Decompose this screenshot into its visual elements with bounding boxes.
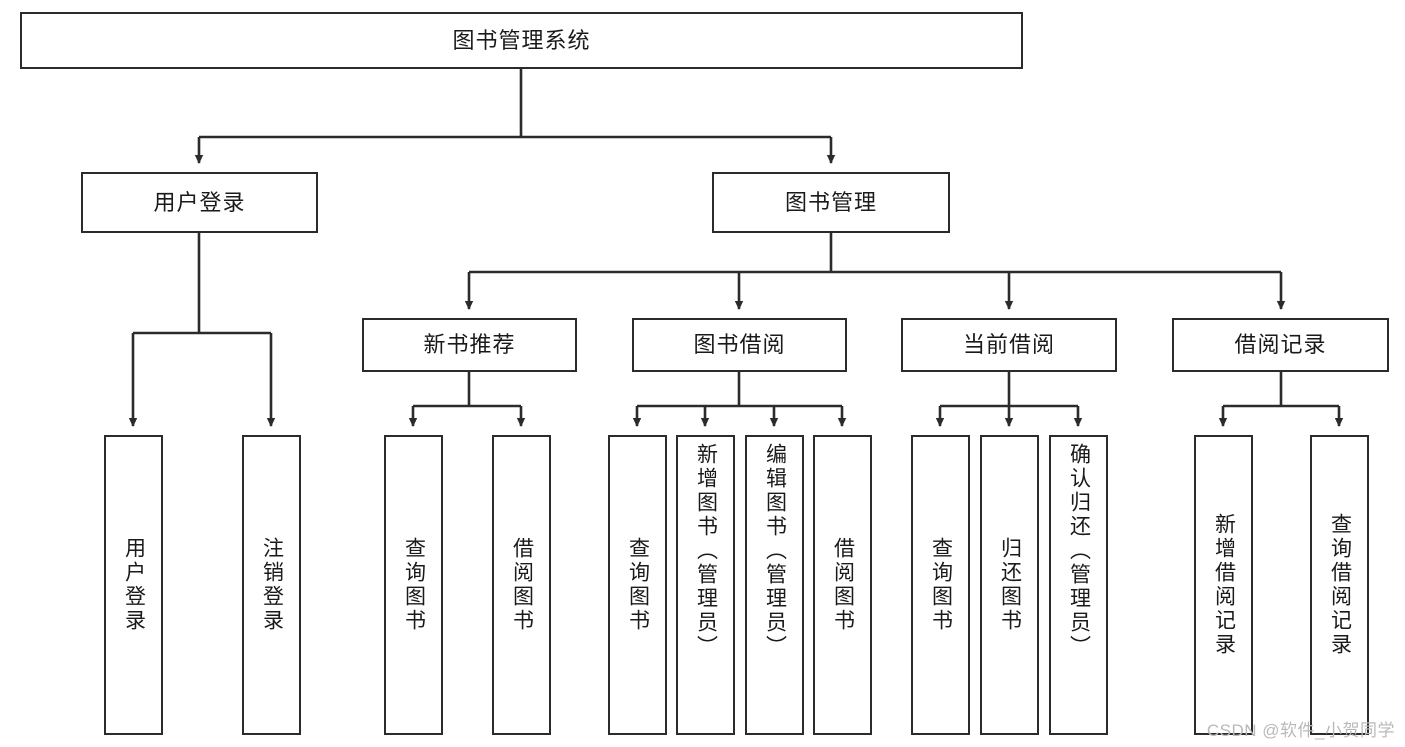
node-leaf-return-book-label: 归还图书 (998, 537, 1022, 633)
node-leaf-borrow-book-2-label: 借阅图书 (831, 537, 855, 633)
node-book-manage-label: 图书管理 (784, 189, 877, 215)
node-leaf-edit-book-label: 编辑图书（管理员） (763, 443, 787, 659)
node-leaf-user-login-label: 用户登录 (122, 537, 146, 633)
node-leaf-logout-label: 注销登录 (260, 537, 284, 633)
node-leaf-add-record[interactable]: 新增借阅记录 (1194, 435, 1253, 735)
node-user-login-label: 用户登录 (153, 189, 246, 215)
node-borrow-record[interactable]: 借阅记录 (1172, 318, 1389, 372)
node-leaf-logout[interactable]: 注销登录 (242, 435, 301, 735)
csdn-watermark: CSDN @软件_小贺同学 (1206, 721, 1395, 740)
node-new-book-recommend-label: 新书推荐 (423, 332, 516, 358)
node-leaf-add-record-label: 新增借阅记录 (1212, 513, 1236, 657)
node-leaf-query-book-2-label: 查询图书 (626, 537, 650, 633)
node-leaf-borrow-book-1[interactable]: 借阅图书 (492, 435, 551, 735)
node-new-book-recommend[interactable]: 新书推荐 (362, 318, 577, 372)
node-current-borrow-label: 当前借阅 (962, 332, 1055, 358)
node-leaf-confirm-return[interactable]: 确认归还（管理员） (1049, 435, 1108, 735)
node-leaf-user-login[interactable]: 用户登录 (104, 435, 163, 735)
node-leaf-query-book-1-label: 查询图书 (402, 537, 426, 633)
node-root[interactable]: 图书管理系统 (20, 12, 1023, 69)
node-book-borrow[interactable]: 图书借阅 (632, 318, 847, 372)
node-leaf-query-book-3-label: 查询图书 (929, 537, 953, 633)
node-leaf-add-book[interactable]: 新增图书（管理员） (676, 435, 735, 735)
node-leaf-confirm-return-label: 确认归还（管理员） (1067, 443, 1091, 659)
node-leaf-borrow-book-2[interactable]: 借阅图书 (813, 435, 872, 735)
node-book-manage[interactable]: 图书管理 (712, 172, 950, 233)
node-leaf-add-book-label: 新增图书（管理员） (694, 443, 718, 659)
node-leaf-query-book-2[interactable]: 查询图书 (608, 435, 667, 735)
node-leaf-edit-book[interactable]: 编辑图书（管理员） (745, 435, 804, 735)
node-user-login[interactable]: 用户登录 (81, 172, 318, 233)
node-root-label: 图书管理系统 (452, 27, 591, 53)
node-leaf-query-record[interactable]: 查询借阅记录 (1310, 435, 1369, 735)
node-leaf-query-record-label: 查询借阅记录 (1328, 513, 1352, 657)
node-leaf-return-book[interactable]: 归还图书 (980, 435, 1039, 735)
node-leaf-query-book-1[interactable]: 查询图书 (384, 435, 443, 735)
node-leaf-borrow-book-1-label: 借阅图书 (510, 537, 534, 633)
node-borrow-record-label: 借阅记录 (1234, 332, 1327, 358)
node-current-borrow[interactable]: 当前借阅 (901, 318, 1117, 372)
node-leaf-query-book-3[interactable]: 查询图书 (911, 435, 970, 735)
node-book-borrow-label: 图书借阅 (693, 332, 786, 358)
